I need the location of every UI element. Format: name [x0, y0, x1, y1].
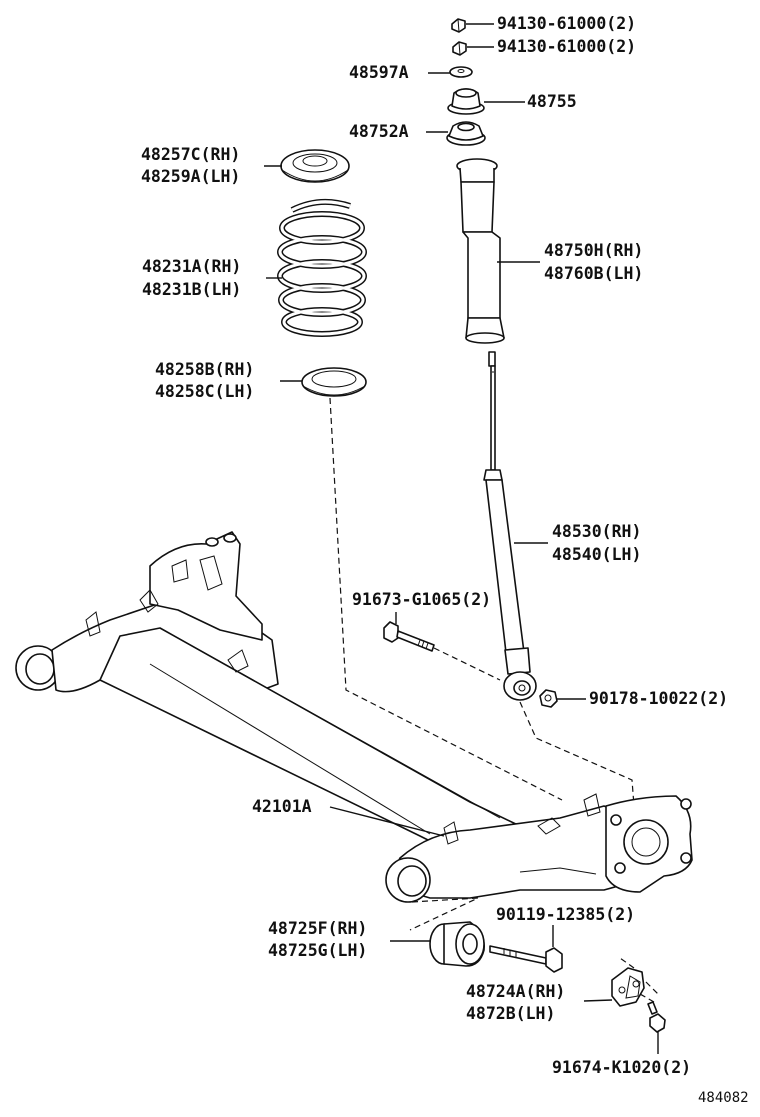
axle-beam-icon	[15, 531, 693, 903]
beam-bolt-icon	[489, 945, 563, 973]
label-bracket-bolt: 91674-K1020(2)	[552, 1058, 692, 1077]
label-axle-beam: 42101A	[252, 797, 312, 816]
label-bracket-rh: 48724A(RH)	[466, 982, 566, 1001]
label-bumper-lh: 48760B(LH)	[544, 264, 644, 283]
absorber-bolt-icon	[383, 621, 435, 652]
shock-absorber-icon	[483, 351, 537, 701]
label-absorber-rh: 48530(RH)	[552, 522, 642, 541]
bracket-bolt-icon	[647, 1001, 666, 1033]
spring-seat-upper-icon	[280, 149, 350, 183]
spring-seat-lower-icon	[301, 367, 367, 397]
label-support: 48755	[527, 92, 577, 111]
label-spring-seat-lower-rh: 48258B(RH)	[155, 360, 255, 379]
label-cushion: 48752A	[349, 122, 409, 141]
bracket-icon	[611, 967, 645, 1007]
drawing-number: 484082	[698, 1090, 749, 1106]
label-coil-spring-rh: 48231A(RH)	[142, 257, 242, 276]
coil-spring-icon	[277, 198, 367, 337]
label-washer: 48597A	[349, 63, 409, 82]
label-nut-upper-1: 94130-61000(2)	[497, 14, 637, 33]
label-absorber-lh: 48540(LH)	[552, 545, 642, 564]
label-nut-upper-2: 94130-61000(2)	[497, 37, 637, 56]
bump-stopper-icon	[456, 158, 505, 344]
absorber-nut-icon	[539, 689, 558, 708]
label-beam-bolt: 90119-12385(2)	[496, 905, 636, 924]
support-icon	[447, 88, 485, 115]
bushing-icon	[429, 921, 486, 967]
washer-icon	[449, 66, 473, 78]
cushion-icon	[446, 121, 486, 146]
nut-upper-1-icon	[451, 18, 466, 33]
label-absorber-bolt: 91673-G1065(2)	[352, 590, 492, 609]
label-coil-spring-lh: 48231B(LH)	[142, 280, 242, 299]
label-bushing-lh: 48725G(LH)	[268, 941, 368, 960]
label-spring-seat-upper-lh: 48259A(LH)	[141, 167, 241, 186]
label-absorber-nut: 90178-10022(2)	[589, 689, 729, 708]
label-spring-seat-upper-rh: 48257C(RH)	[141, 145, 241, 164]
nut-upper-2-icon	[452, 41, 467, 56]
label-bracket-lh: 4872B(LH)	[466, 1004, 556, 1023]
label-bushing-rh: 48725F(RH)	[268, 919, 368, 938]
label-bumper-rh: 48750H(RH)	[544, 241, 644, 260]
label-spring-seat-lower-lh: 48258C(LH)	[155, 382, 255, 401]
